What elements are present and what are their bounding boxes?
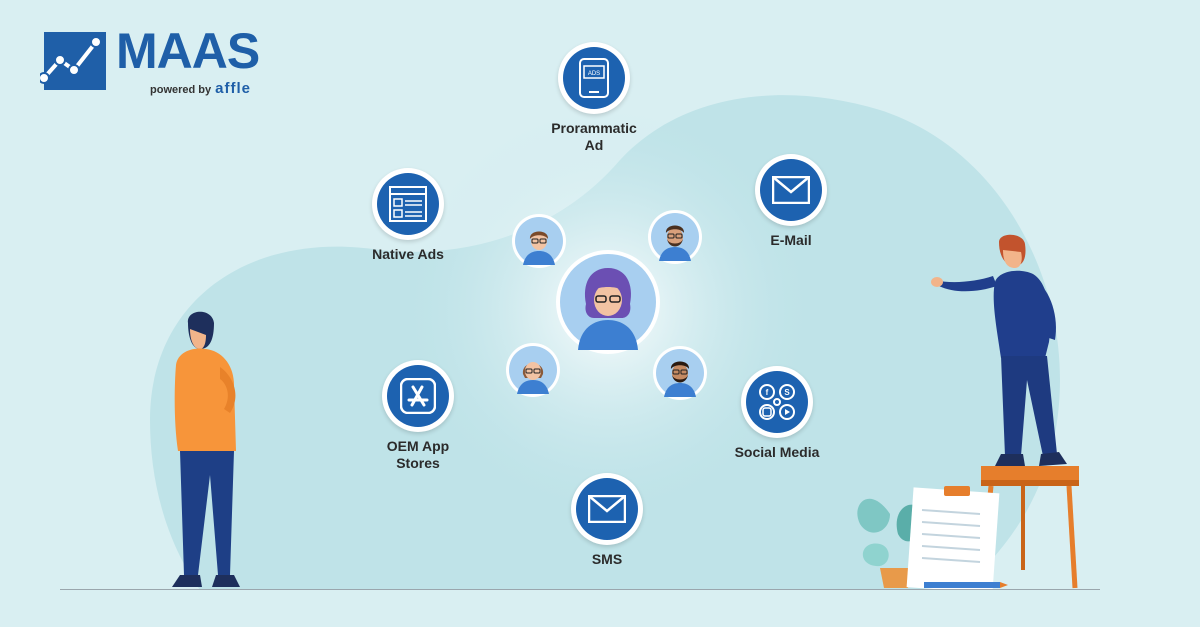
social-media-icon: f S <box>759 384 795 420</box>
woman-avatar-icon <box>560 254 656 350</box>
channel-social-media: f S Social Media <box>707 366 847 461</box>
envelope-icon <box>772 176 810 204</box>
ads-icon-text: ADS <box>588 71 600 77</box>
channel-label: SMS <box>591 551 623 567</box>
bearded-man-avatar-icon <box>656 349 704 397</box>
channel-label: Prorammatic Ad <box>524 120 664 154</box>
powered-by-text: powered by <box>150 84 212 96</box>
label-line-1: OEM App <box>386 438 450 454</box>
standing-person-illustration <box>172 311 240 587</box>
channel-native-ads: Native Ads <box>338 168 478 263</box>
channel-badge <box>382 360 454 432</box>
channel-programmatic-ad: ADS Prorammatic Ad <box>524 42 664 154</box>
user-avatar <box>653 346 707 400</box>
man-avatar-icon <box>515 217 563 265</box>
native-ads-icon <box>389 186 427 222</box>
ads-phone-icon: ADS <box>579 58 609 98</box>
channel-label: Social Media <box>734 444 820 460</box>
app-store-icon <box>400 378 436 414</box>
channel-badge <box>571 473 643 545</box>
channel-badge: f S <box>741 366 813 438</box>
channel-sms: SMS <box>537 473 677 568</box>
channel-badge: ADS <box>558 42 630 114</box>
channel-badge <box>372 168 444 240</box>
label-line-2: Ad <box>584 137 604 153</box>
central-user-avatar <box>556 250 660 354</box>
channel-label: OEM App Stores <box>348 438 488 472</box>
plant-and-clipboard-illustration <box>857 486 1008 590</box>
bearded-man-avatar-icon <box>651 213 699 261</box>
presenting-person-illustration <box>931 234 1079 589</box>
user-avatar <box>512 214 566 268</box>
channel-label: E-Mail <box>770 232 812 248</box>
channel-label: Native Ads <box>372 246 444 262</box>
user-avatar <box>506 343 560 397</box>
svg-text:f: f <box>766 388 769 397</box>
channel-badge <box>755 154 827 226</box>
partner-name: affle <box>215 80 251 97</box>
brand-name: MAAS <box>116 23 260 79</box>
channel-oem-app-stores: OEM App Stores <box>348 360 488 472</box>
chart-trend-icon <box>40 32 106 90</box>
user-avatar <box>648 210 702 264</box>
envelope-icon <box>588 495 626 523</box>
svg-text:S: S <box>784 388 790 397</box>
label-line-2: Stores <box>396 455 440 471</box>
channel-email: E-Mail <box>721 154 861 249</box>
label-line-1: Prorammatic <box>551 120 637 136</box>
ground-line <box>60 589 1100 590</box>
woman-avatar-icon <box>509 346 557 394</box>
